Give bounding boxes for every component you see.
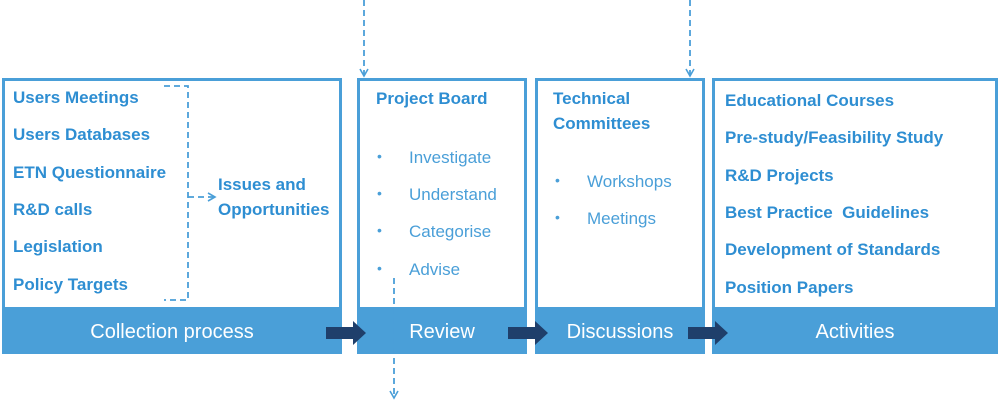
review-label: Review	[409, 320, 475, 343]
collection-item: Users Meetings	[13, 88, 139, 107]
bullet-dot: •	[377, 148, 382, 164]
activity-item: Pre-study/Feasibility Study	[725, 128, 944, 147]
collection-item: Policy Targets	[13, 275, 128, 294]
review-box	[357, 78, 527, 310]
discussions-label: Discussions	[566, 320, 674, 343]
activity-item: Educational Courses	[725, 91, 895, 110]
collection-item: R&D calls	[13, 200, 93, 219]
activity-item: Development of Standards	[725, 240, 941, 259]
collection-box	[2, 78, 342, 310]
activity-item: R&D Projects	[725, 166, 834, 185]
collection-item: Users Databases	[13, 125, 151, 144]
activity-item: Best Practice Guidelines	[725, 203, 930, 222]
bullet-dot: •	[555, 209, 560, 225]
activities-label: Activities	[815, 320, 895, 343]
technical-committees-heading: Technical Committees	[553, 89, 651, 133]
issues-opportunities-label: Issues and Opportunities	[218, 175, 330, 219]
bullet-dot: •	[377, 185, 382, 201]
review-band: Review	[357, 310, 527, 354]
discussions-band: Discussions	[535, 310, 705, 354]
bullet-dot: •	[377, 260, 382, 276]
collection-item: Legislation	[13, 237, 103, 256]
bullet-dot: •	[555, 172, 560, 188]
flow-arrow-2	[508, 321, 548, 345]
flow-arrow-3	[688, 321, 728, 345]
activities-band: Activities	[712, 310, 998, 354]
discussions-box	[535, 78, 705, 310]
collection-bracket	[164, 85, 189, 301]
collection-process-band: Collection process	[2, 310, 342, 354]
activity-item: Position Papers	[725, 278, 854, 297]
review-heading: Project Board	[376, 89, 488, 108]
flow-arrow-1	[326, 321, 366, 345]
collection-item: ETN Questionnaire	[13, 163, 167, 182]
activities-box	[712, 78, 998, 310]
collection-process-label: Collection process	[90, 320, 254, 343]
bullet-dot: •	[377, 222, 382, 238]
